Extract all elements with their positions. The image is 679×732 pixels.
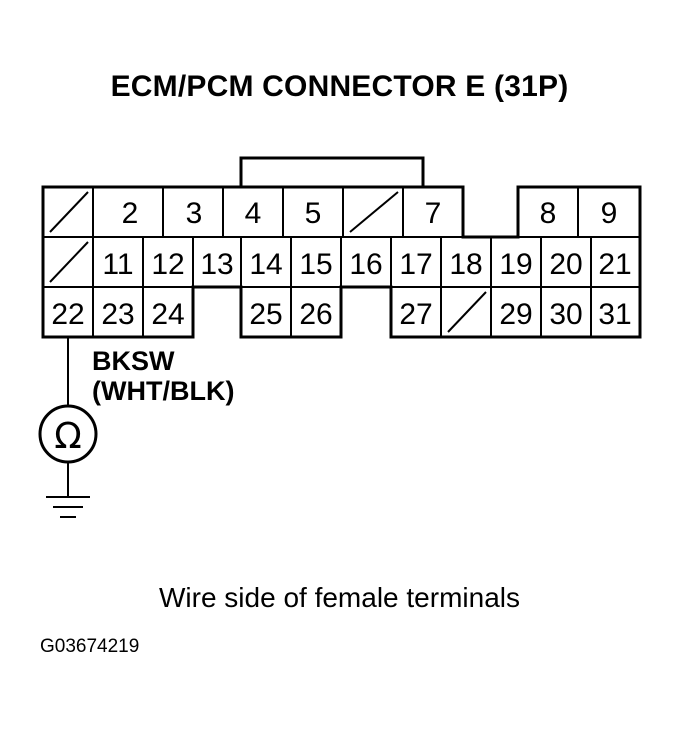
terminal-27: 27	[399, 298, 432, 331]
terminal-7: 7	[425, 197, 442, 230]
unused-cavity-28	[447, 291, 487, 333]
terminal-8: 8	[540, 197, 557, 230]
terminal-17: 17	[399, 248, 432, 281]
unused-cavity-10	[49, 241, 89, 283]
terminal-30: 30	[549, 298, 582, 331]
terminal-11: 11	[102, 248, 133, 281]
terminal-20: 20	[549, 248, 582, 281]
diagram-title: ECM/PCM CONNECTOR E (31P)	[110, 70, 569, 103]
terminal-2: 2	[122, 197, 139, 230]
terminal-3: 3	[186, 197, 203, 230]
terminal-18: 18	[449, 248, 482, 281]
terminal-5: 5	[305, 197, 322, 230]
terminal-16: 16	[349, 248, 382, 281]
ground-icon	[46, 462, 90, 518]
terminal-13: 13	[200, 248, 233, 281]
terminal-25: 25	[249, 298, 282, 331]
wire-color: (WHT/BLK)	[92, 376, 235, 406]
terminal-21: 21	[598, 248, 631, 281]
unused-cavity-6	[349, 191, 399, 233]
terminal-12: 12	[151, 248, 184, 281]
terminal-24: 24	[151, 298, 184, 331]
terminal-26: 26	[299, 298, 332, 331]
ohm-symbol: Ω	[54, 416, 82, 457]
terminal-29: 29	[499, 298, 532, 331]
terminal-14: 14	[249, 248, 282, 281]
terminal-23: 23	[101, 298, 134, 331]
terminal-9: 9	[601, 197, 618, 230]
wire-name: BKSW	[92, 346, 175, 376]
terminal-19: 19	[499, 248, 532, 281]
wire-label: BKSW (WHT/BLK)	[92, 346, 234, 406]
terminal-22: 22	[51, 298, 84, 331]
terminal-31: 31	[598, 298, 631, 331]
unused-cavity-1	[49, 191, 89, 233]
connector-lock-tab	[239, 156, 425, 187]
terminal-4: 4	[245, 197, 262, 230]
terminal-15: 15	[299, 248, 332, 281]
figure-id: G03674219	[40, 636, 140, 657]
diagram-caption: Wire side of female terminals	[158, 582, 520, 613]
